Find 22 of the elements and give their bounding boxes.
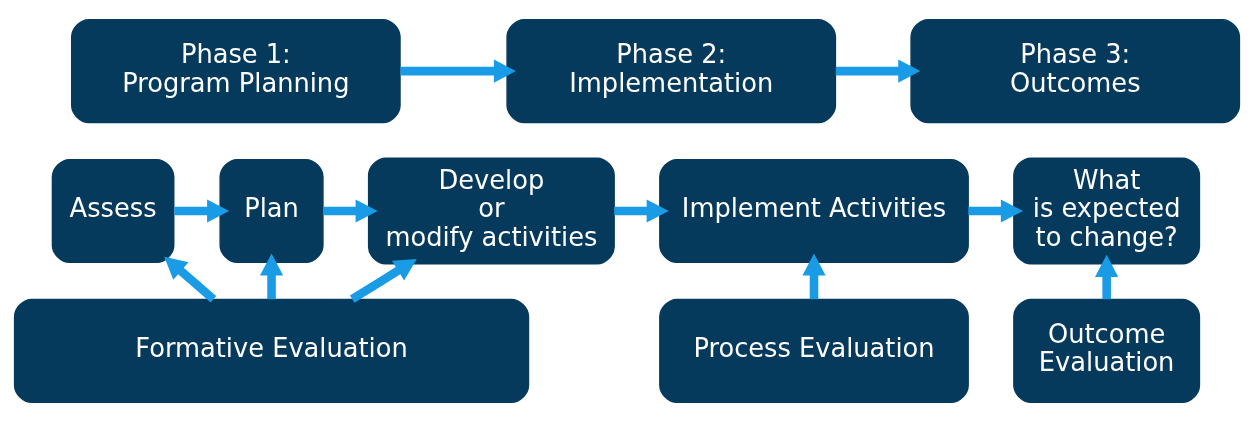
node-box: Plan [219, 158, 324, 263]
node-box: Outcome Evaluation [1013, 298, 1201, 403]
node-box: Implement Activities [659, 158, 969, 263]
node-box: Phase 3: Outcomes [910, 18, 1241, 123]
arrow [323, 198, 378, 223]
arrow [802, 252, 826, 299]
arrow [349, 258, 417, 303]
arrow [835, 59, 921, 83]
arrow [614, 198, 669, 223]
node-box: What is expected to change? [1013, 156, 1201, 265]
arrow [259, 252, 284, 299]
node-box: Assess [51, 158, 175, 263]
node-box: Formative Evaluation [13, 298, 530, 403]
arrow [1095, 254, 1119, 299]
arrow [400, 59, 516, 83]
node-box: Develop or modify activities [367, 156, 615, 265]
arrow [968, 198, 1023, 223]
arrow [174, 198, 230, 223]
node-box: Phase 1: Program Planning [70, 18, 401, 123]
arrow [164, 256, 217, 302]
node-box: Process Evaluation [659, 298, 969, 403]
node-box: Phase 2: Implementation [506, 18, 837, 123]
